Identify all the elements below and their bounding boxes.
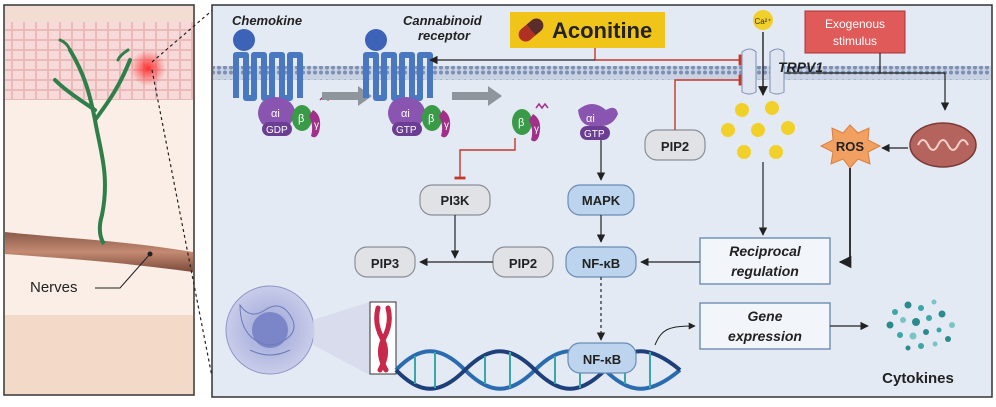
zoom-line-bottom <box>151 69 216 393</box>
chemokine-receptor <box>233 29 303 101</box>
nfkb-1-label: NF-κB <box>582 256 620 271</box>
svg-text:β: β <box>298 113 304 125</box>
cytokines-label: Cytokines <box>882 370 954 387</box>
mitochondrion-icon <box>909 122 977 168</box>
nfkb-node-2 <box>567 342 637 374</box>
beta-gamma-dimer: β γ <box>512 102 549 142</box>
pi3k-label: PI3K <box>441 193 471 208</box>
pip3-label: PIP3 <box>371 256 399 271</box>
alpha-gtp: αi GTP <box>578 104 618 140</box>
svg-text:GTP: GTP <box>584 129 605 140</box>
svg-text:Ca²⁺: Ca²⁺ <box>754 17 771 26</box>
reciprocal-line2: regulation <box>731 263 799 279</box>
zoom-cone <box>313 302 370 375</box>
nfkb-2-label: NF-κB <box>583 352 621 367</box>
svg-text:β: β <box>518 117 524 129</box>
betagamma-inhibits-pi3k <box>454 138 516 180</box>
cell-membrane <box>213 66 991 80</box>
aconitine-box: Aconitine <box>510 12 665 48</box>
pill-icon <box>518 18 544 42</box>
nerves-label: Nerves <box>30 279 78 296</box>
aconitine-label: Aconitine <box>552 18 652 43</box>
trpv1-channel <box>741 48 785 95</box>
pip2-top-label: PIP2 <box>661 139 689 154</box>
gene-line1: Gene <box>747 308 782 324</box>
svg-text:αi: αi <box>586 113 595 125</box>
gene-expression-box <box>699 302 831 350</box>
epidermis-top-layer <box>5 6 193 22</box>
svg-text:GDP: GDP <box>266 125 288 136</box>
chemokine-label: Chemokine <box>232 13 302 28</box>
stimulus-to-mito-arrow <box>880 72 950 111</box>
ros-label: ROS <box>836 139 865 154</box>
nerve-bundle <box>5 232 193 272</box>
ca-ion-top: Ca²⁺ <box>753 10 773 30</box>
gene-line2: expression <box>728 328 802 344</box>
svg-text:β: β <box>428 113 434 125</box>
nucleolus <box>252 312 288 348</box>
trpv1-label: TRPV1 <box>778 59 823 75</box>
flow-arrow-1 <box>322 86 372 106</box>
chromosome <box>374 305 392 373</box>
mapk-label: MAPK <box>582 193 621 208</box>
sensory-nerve-fiber <box>53 48 132 217</box>
ca-dots <box>721 101 795 159</box>
zoom-line-top <box>151 7 216 63</box>
svg-text:stimulus: stimulus <box>833 34 877 48</box>
svg-text:γ: γ <box>444 120 449 131</box>
g-protein-gdp: αi GDP β γ <box>258 97 321 138</box>
subcutaneous-layer <box>5 315 193 394</box>
cytokines-cluster <box>886 299 955 351</box>
svg-text:Exogenous: Exogenous <box>825 17 885 31</box>
chromatin <box>239 303 295 356</box>
exogenous-stimulus-box: Exogenous stimulus <box>804 10 906 54</box>
svg-text:γ: γ <box>314 120 319 131</box>
pip2-inhibits-trpv1 <box>674 74 742 130</box>
reciprocal-regulation-box <box>699 237 831 285</box>
svg-text:αi: αi <box>401 108 410 120</box>
svg-text:αi: αi <box>271 108 280 120</box>
g-protein-gtp: αi GTP β γ <box>388 97 451 138</box>
reciprocal-line1: Reciprocal <box>729 243 802 259</box>
pip3-node <box>354 246 416 278</box>
epidermis-cells <box>5 22 193 100</box>
cannabinoid-receptor <box>363 29 433 101</box>
svg-text:γ: γ <box>534 124 539 135</box>
stimulus-glow <box>130 50 166 86</box>
flow-arrow-2 <box>452 86 502 106</box>
svg-text:GTP: GTP <box>396 125 417 136</box>
skin-panel: Nerves <box>3 4 195 396</box>
ros-to-reciprocal-arrow <box>838 168 852 269</box>
transcription-arrow <box>654 322 696 346</box>
pip2-bottom-label: PIP2 <box>509 256 537 271</box>
